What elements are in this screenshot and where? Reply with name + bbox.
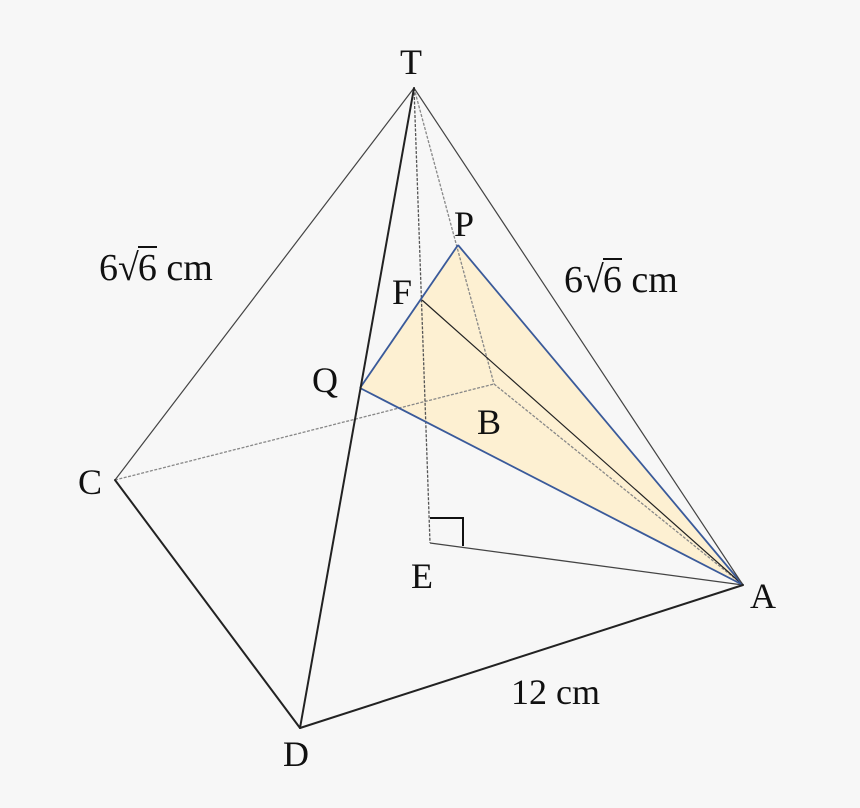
line-fa	[421, 299, 744, 586]
label-d: D	[283, 734, 309, 774]
label-t: T	[400, 42, 422, 82]
label-c: C	[78, 462, 103, 502]
measure-da: 12 cm	[511, 672, 600, 712]
edge-tc	[114, 87, 415, 481]
measure-tc: 6√6 cm	[99, 246, 213, 287]
measure-tc-coef: 6	[99, 247, 118, 289]
measure-ta-coef: 6	[564, 259, 583, 301]
measure-ta: 6√6 cm	[564, 258, 678, 299]
hidden-edges	[114, 87, 744, 586]
edge-cb	[114, 383, 495, 481]
sqrt-icon: √6	[118, 246, 157, 289]
visible-edges	[114, 87, 744, 729]
label-e: E	[411, 556, 433, 596]
label-f: F	[392, 272, 413, 312]
height-te	[413, 87, 431, 544]
line-ea	[429, 542, 744, 586]
section-plane-edges	[359, 244, 744, 586]
edge-tb	[413, 87, 495, 385]
label-p: P	[454, 204, 475, 244]
label-q: Q	[312, 360, 338, 400]
edge-ta	[413, 87, 744, 586]
label-b: B	[477, 402, 502, 442]
right-angle-marker	[430, 517, 464, 546]
edge-ba	[493, 383, 744, 586]
sqrt-icon: √6	[583, 258, 622, 301]
measure-ta-unit: cm	[631, 259, 678, 301]
edge-da	[299, 584, 744, 729]
label-a: A	[750, 576, 776, 616]
measure-tc-unit: cm	[166, 247, 213, 289]
edge-cd	[114, 479, 301, 729]
edge-td	[299, 87, 415, 729]
